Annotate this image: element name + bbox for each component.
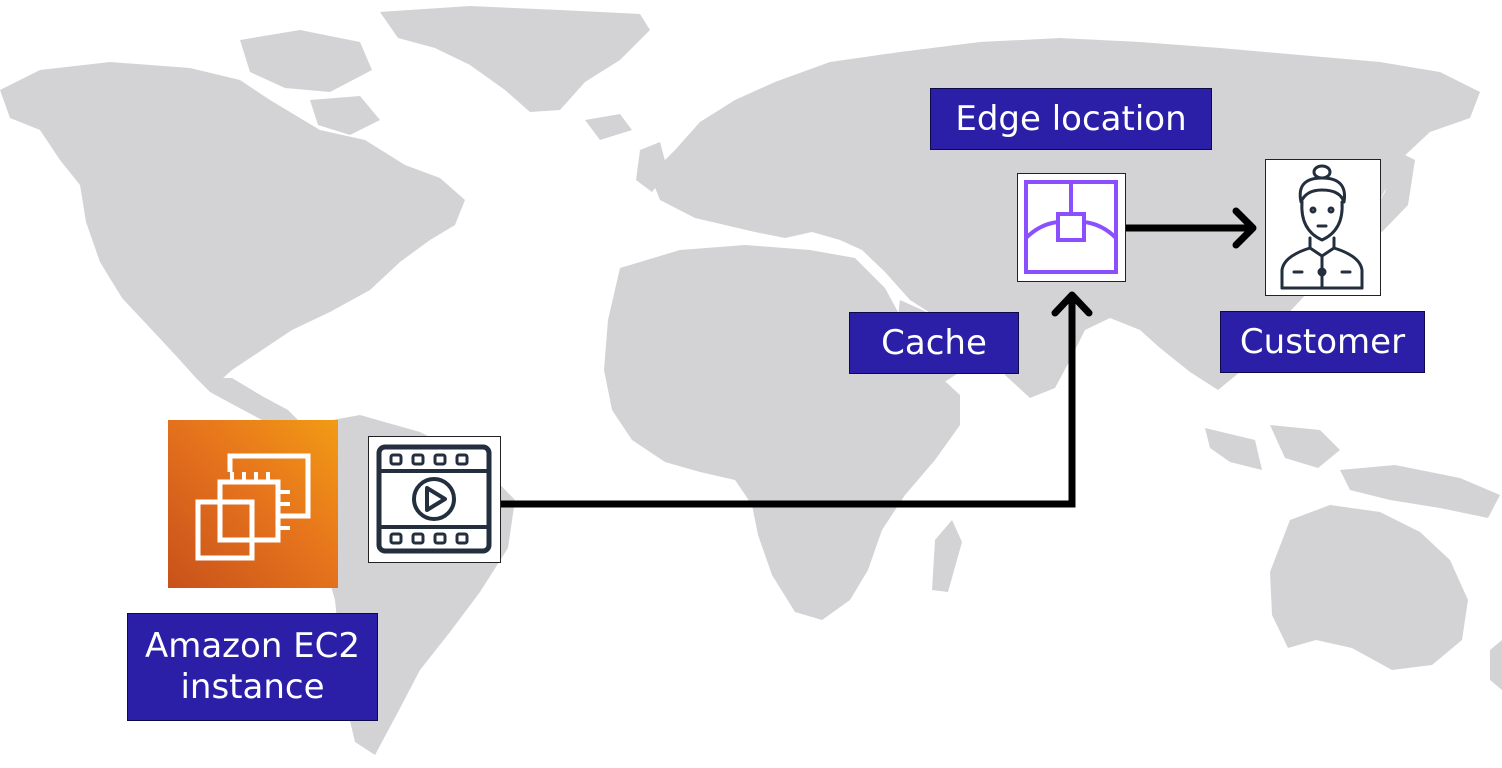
cache-text: Cache [881, 322, 987, 363]
map-central-america [196, 378, 302, 432]
customer-person [1265, 159, 1381, 296]
edge-location-label: Edge location [930, 88, 1212, 150]
map-north-america [0, 62, 465, 388]
customer-person-icon [1280, 164, 1364, 290]
map-arctic-islands [240, 30, 372, 92]
edge-location-text: Edge location [955, 98, 1187, 139]
cache-label: Cache [849, 312, 1019, 374]
origin-to-cache-arrow [500, 298, 1076, 508]
map-se-asia [1205, 428, 1262, 470]
edge-location-icon [1024, 180, 1118, 274]
video-file [368, 436, 501, 563]
map-australia [1270, 505, 1468, 670]
video-file-icon [376, 444, 492, 554]
customer-text: Customer [1239, 321, 1406, 362]
map-greenland [380, 6, 650, 112]
ec2-instance-icon [168, 420, 338, 588]
edge-location [1017, 173, 1126, 282]
ec2-chip-icon [195, 453, 311, 561]
ec2-instance-label: Amazon EC2 instance [127, 613, 378, 721]
customer-arrowhead [1232, 207, 1257, 249]
ec2-label-line2: instance [180, 667, 325, 707]
cache-arrowhead [1051, 291, 1093, 317]
ec2-label-line1: Amazon EC2 [144, 626, 361, 667]
customer-label: Customer [1220, 311, 1425, 373]
